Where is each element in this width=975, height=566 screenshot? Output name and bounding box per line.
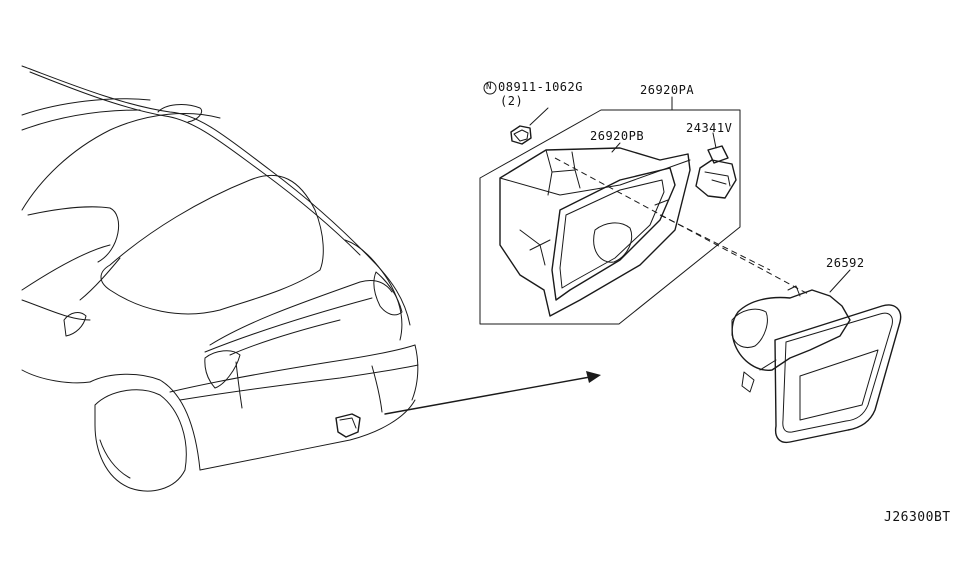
housing-part-number-label: 26920PB bbox=[590, 129, 645, 143]
nut-part bbox=[510, 107, 549, 145]
bulb-socket-part bbox=[695, 132, 737, 199]
assembly-frame bbox=[479, 96, 741, 325]
assembly-dashes bbox=[554, 157, 811, 296]
nut-part-number-label: 08911-1062G bbox=[498, 80, 583, 94]
nut-quantity-label: (2) bbox=[500, 94, 524, 108]
bulb-part-number-label: 24341V bbox=[686, 121, 733, 135]
nut-symbol-label: N bbox=[486, 82, 492, 92]
lamp-part-number-label: 26592 bbox=[826, 256, 865, 270]
fog-lamp-part bbox=[731, 269, 902, 444]
car-illustration bbox=[21, 65, 419, 492]
assembly-part-number-label: 26920PA bbox=[640, 83, 695, 97]
pointer-arrow bbox=[384, 371, 601, 415]
drawing-id-label: J26300BT bbox=[884, 510, 951, 525]
housing-part bbox=[499, 142, 691, 317]
